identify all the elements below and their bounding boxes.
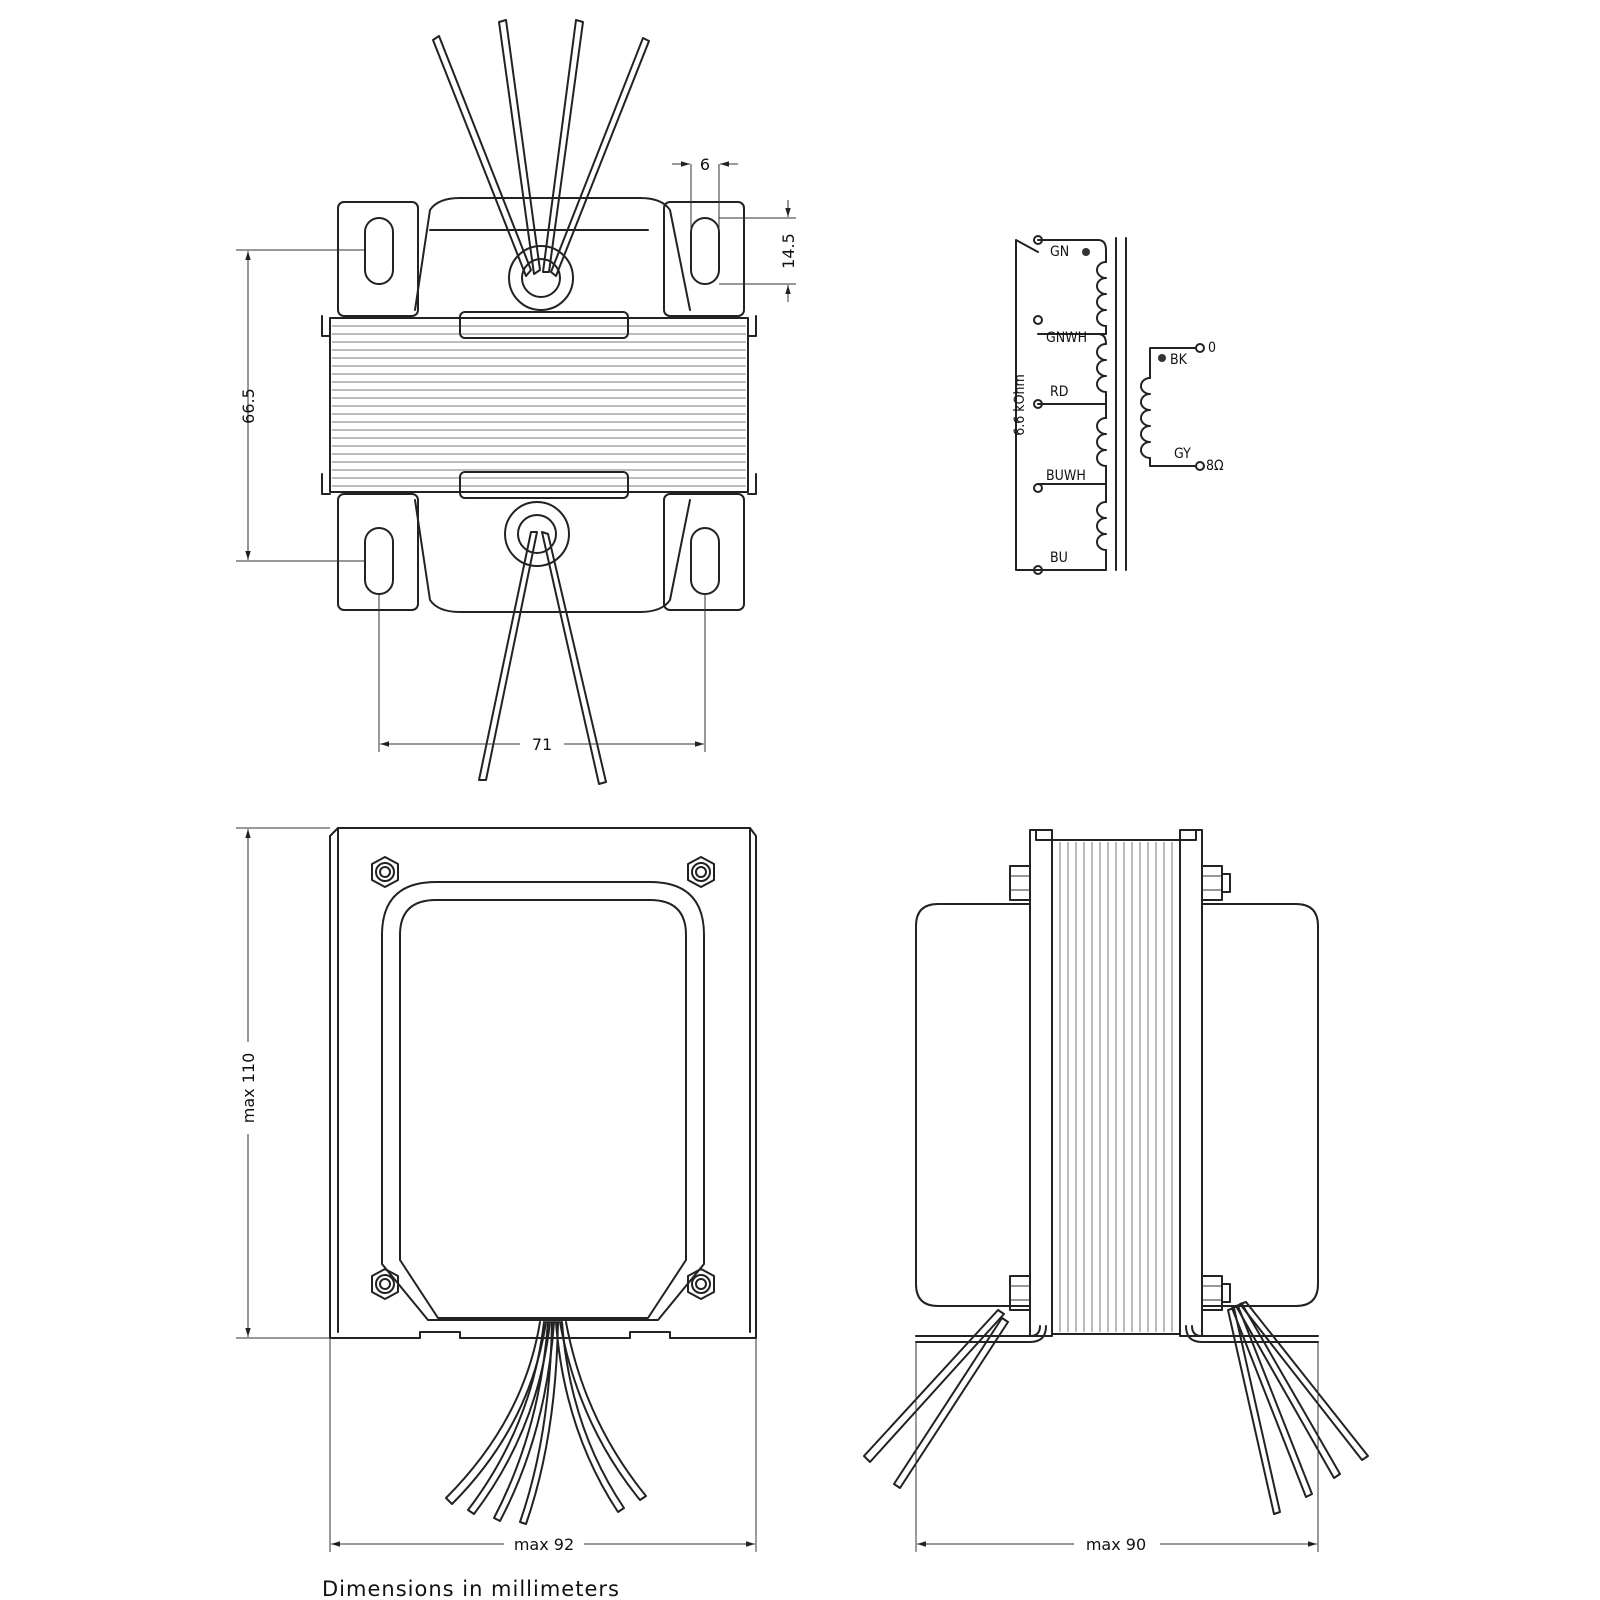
lead-wires-side-right bbox=[1227, 1301, 1369, 1515]
dim-mount-horizontal: 71 bbox=[532, 735, 552, 754]
side-view: max 90 bbox=[863, 829, 1369, 1554]
bolt-icon bbox=[1009, 1275, 1031, 1311]
dim-height: max 110 bbox=[239, 1053, 258, 1123]
bracket-top-right bbox=[663, 201, 745, 317]
secondary-value-0: 0 bbox=[1208, 340, 1216, 356]
nut-icon bbox=[371, 1268, 399, 1300]
tap-label-buwh: BUWH bbox=[1046, 468, 1086, 484]
lead-wires-bottom bbox=[478, 531, 607, 785]
grommet-top bbox=[508, 245, 574, 311]
caption: Dimensions in millimeters bbox=[322, 1577, 620, 1600]
dim-width-side: max 90 bbox=[1086, 1535, 1146, 1554]
bolt-icon bbox=[1201, 865, 1231, 901]
dim-width-front: max 92 bbox=[514, 1535, 574, 1554]
secondary-value-8ohm: 8Ω bbox=[1206, 458, 1224, 474]
nut-icon bbox=[687, 856, 715, 888]
front-view: max 110 max 92 bbox=[236, 827, 757, 1554]
bracket-bottom-right bbox=[663, 493, 745, 611]
mount-slot bbox=[364, 527, 394, 595]
tap-label-gnwh: GNWH bbox=[1046, 330, 1087, 346]
tap-label-bu: BU bbox=[1050, 550, 1068, 566]
grommet-bottom bbox=[504, 501, 570, 567]
nut-icon bbox=[371, 856, 399, 888]
lead-wires-top bbox=[432, 19, 650, 277]
mount-slot bbox=[690, 217, 720, 285]
mount-slot bbox=[364, 217, 394, 285]
lamination-lines bbox=[332, 325, 746, 487]
bracket-top-left bbox=[337, 201, 419, 317]
nut-icon bbox=[687, 1268, 715, 1300]
tap-label-gn: GN bbox=[1050, 244, 1069, 260]
top-view: 6 14.5 66.5 71 bbox=[236, 19, 798, 785]
tap-label-rd: RD bbox=[1050, 384, 1068, 400]
lead-wires-side-left bbox=[863, 1309, 1009, 1489]
tap-label-bk: BK bbox=[1170, 352, 1188, 368]
dim-slot-length: 14.5 bbox=[779, 233, 798, 269]
bracket-bottom-left bbox=[337, 493, 419, 611]
bolt-icon bbox=[1009, 865, 1031, 901]
side-lamination-lines bbox=[1059, 842, 1173, 1332]
wiring-schematic: GN GNWH RD BUWH BU BK GY 0 8Ω 6.6 kOhm bbox=[1012, 235, 1224, 575]
primary-impedance-label: 6.6 kOhm bbox=[1012, 374, 1028, 435]
lead-wires-front bbox=[445, 1321, 647, 1525]
mount-slot bbox=[690, 527, 720, 595]
dim-mount-vertical: 66.5 bbox=[239, 388, 258, 424]
bolt-icon bbox=[1201, 1275, 1231, 1311]
dim-tab-width: 6 bbox=[700, 155, 710, 174]
tap-label-gy: GY bbox=[1174, 446, 1191, 462]
